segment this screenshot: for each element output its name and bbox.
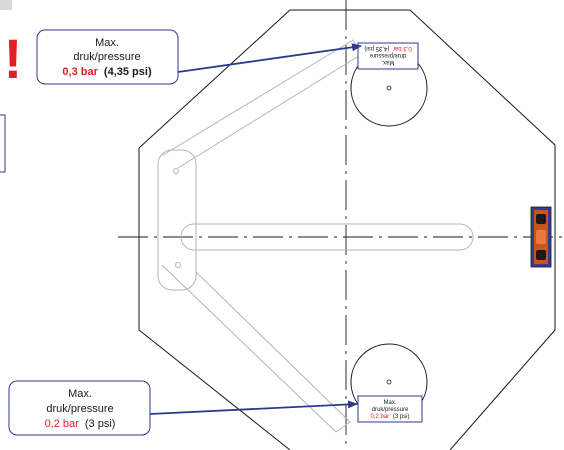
arrow-bottom [149, 400, 358, 415]
rail-pivot-lower [175, 262, 181, 268]
callout-top: Max. druk/pressure 0,3 bar (4,35 psi) [36, 29, 179, 85]
callout-bottom-line1: Max. [68, 388, 92, 400]
pressure-label-bottom-psi: (3 psi) [393, 414, 410, 420]
pressure-label-bottom-value: 0,2 bar (3 psi) [370, 414, 409, 420]
warning-exclamation-icon: ! [4, 27, 23, 90]
callout-bottom-bar: 0,2 bar [45, 418, 80, 430]
callout-top-value: 0,3 bar (4,35 psi) [62, 66, 152, 78]
rail-lower-diagonal [161, 264, 351, 433]
pressure-label-top-line2: druk/pressure [369, 52, 406, 58]
valve-connector [530, 206, 552, 268]
callout-bottom-psi: (3 psi) [85, 418, 116, 430]
pressure-circle-top-center [386, 85, 392, 91]
callout-bottom-value: 0,2 bar (3 psi) [45, 418, 116, 430]
pressure-label-bottom-line2: druk/pressure [372, 407, 409, 413]
rail-horizontal [180, 223, 474, 251]
octagon-outline [138, 9, 556, 450]
pressure-circle-bottom-center [386, 379, 392, 385]
callout-top-line2: druk/pressure [73, 51, 140, 63]
pressure-label-top-psi: (4,35 psi) [364, 45, 389, 51]
pressure-label-bottom: Max. druk/pressure 0,2 bar (3 psi) [357, 395, 423, 423]
left-edge-frame [0, 114, 6, 173]
pressure-label-top-line1: Max. [381, 59, 394, 65]
arrow-top [177, 43, 362, 73]
pressure-label-top-bar: 0,3 bar [393, 45, 412, 51]
rail-vertical-plate [157, 149, 197, 291]
callout-bottom-line2: druk/pressure [46, 403, 113, 415]
pressure-label-bottom-bar: 0,2 bar [370, 414, 389, 420]
callout-bottom: Max. druk/pressure 0,2 bar (3 psi) [8, 380, 151, 436]
rail-pivot-upper [173, 168, 179, 174]
top-left-corner-mark [0, 0, 12, 10]
pressure-label-top-value: 0,3 bar (4,35 psi) [364, 45, 411, 51]
pressure-label-top: Max. druk/pressure 0,3 bar (4,35 psi) [357, 42, 419, 70]
callout-top-bar: 0,3 bar [62, 66, 98, 78]
pressure-label-bottom-line1: Max. [383, 400, 396, 406]
callout-top-line1: Max. [95, 37, 119, 49]
callout-top-psi: (4,35 psi) [104, 66, 152, 78]
